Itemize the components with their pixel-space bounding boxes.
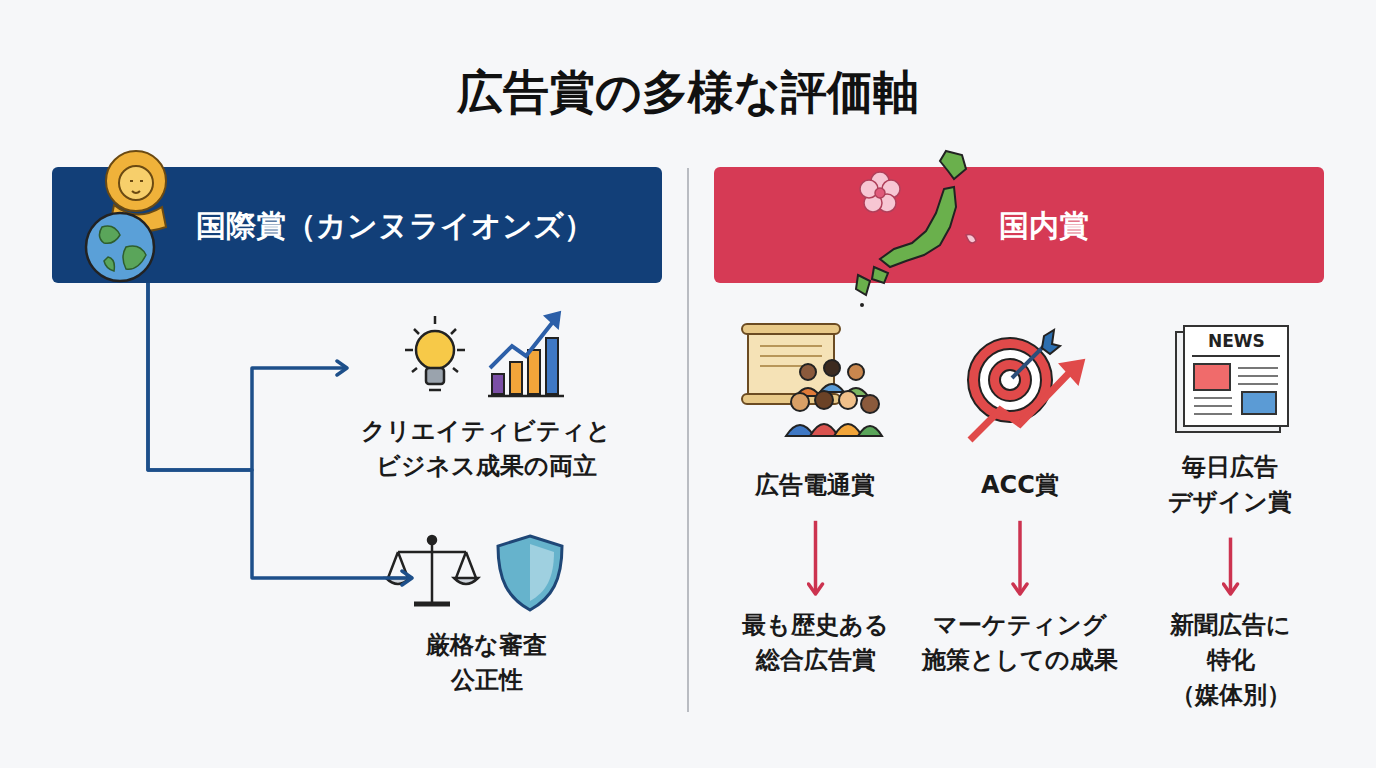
icon-part <box>398 551 466 554</box>
icon-part <box>786 425 814 436</box>
band-heading: 国内賞 <box>999 206 1089 245</box>
icon-part <box>388 552 476 578</box>
icon-part <box>1194 368 1278 414</box>
divider-line <box>687 168 689 712</box>
icon-part <box>815 391 833 409</box>
node-text: 厳格な審査 公正性 <box>426 628 547 698</box>
icon-part <box>488 395 564 398</box>
icon-part <box>824 360 840 376</box>
category-band: 国内賞 <box>714 167 1324 283</box>
node-text: クリエイティビティと ビジネス成果の両立 <box>361 414 611 484</box>
icon-part <box>810 424 838 436</box>
people-icon <box>786 360 882 436</box>
chart-icon <box>488 312 564 396</box>
icon-part <box>86 213 154 281</box>
icon-part <box>546 338 558 394</box>
title: 広告賞の多様な評価軸 <box>0 62 1376 124</box>
scales-icon <box>386 536 478 604</box>
icon-part <box>856 267 888 295</box>
icon-part <box>1012 344 1046 378</box>
icon-part <box>1194 364 1230 390</box>
icon-part <box>492 374 504 394</box>
icon-part <box>1242 392 1276 414</box>
icon-part <box>742 324 840 334</box>
icon-part <box>940 151 966 179</box>
icon-part <box>1060 360 1084 384</box>
target-icon <box>968 330 1084 440</box>
connector <box>1018 521 1022 594</box>
connector <box>814 521 818 594</box>
shield-icon <box>498 536 562 610</box>
icon-part <box>1042 330 1060 354</box>
description-node: マーケティング 施策としての成果 <box>916 604 1124 682</box>
icon-part <box>834 424 862 436</box>
icon-part <box>839 391 857 409</box>
bulb-icon <box>405 316 465 390</box>
icon-part <box>861 395 879 413</box>
icon-part <box>119 166 153 200</box>
connector <box>1229 538 1233 594</box>
connector <box>148 283 347 470</box>
icon-part <box>545 312 560 328</box>
lion-globe-icon <box>74 147 194 317</box>
node-text: ACC賞 <box>981 468 1059 503</box>
icon-part <box>1192 355 1280 357</box>
icon-part <box>791 393 809 411</box>
award-node: ACC賞 <box>975 320 1065 507</box>
icon-part <box>528 350 540 394</box>
icon-part <box>968 338 1052 422</box>
icon-part <box>414 602 450 607</box>
icon-part <box>860 303 864 307</box>
icon-part <box>429 389 441 392</box>
icon-part <box>510 362 522 394</box>
award-node: 毎日広告 デザイン賞 <box>1162 320 1298 524</box>
description-node: 新聞広告に 特化（媒体別） <box>1164 604 1297 716</box>
japan-map-icon <box>854 149 1014 309</box>
icon-part <box>431 540 434 602</box>
icon-part <box>416 331 454 369</box>
icon-part <box>860 172 900 212</box>
icon-part <box>970 370 1072 440</box>
node-text: マーケティング 施策としての成果 <box>922 608 1118 678</box>
icon-part <box>748 330 834 398</box>
category-band: 国際賞（カンヌライオンズ） <box>52 167 662 283</box>
icon-part <box>130 181 143 193</box>
icon-part <box>490 318 556 368</box>
icon-part <box>858 426 882 436</box>
node-text: 最も歴史ある 総合広告賞 <box>742 608 889 678</box>
node-text: 新聞広告に 特化（媒体別） <box>1170 608 1291 712</box>
icon-part <box>428 536 436 544</box>
icon-part <box>800 364 816 380</box>
icon-label: NEWS <box>1208 333 1265 350</box>
feature-node: クリエイティビティと ビジネス成果の両立 <box>355 318 617 488</box>
node-text: 毎日広告 デザイン賞 <box>1168 450 1292 520</box>
icon-part <box>426 368 444 384</box>
feature-node: 厳格な審査 公正性 <box>420 528 553 702</box>
icon-part <box>405 316 465 372</box>
node-text: 広告電通賞 <box>755 468 875 503</box>
icon-part <box>760 346 822 366</box>
description-node: 最も歴史ある 総合広告賞 <box>736 604 895 682</box>
icon-part <box>875 188 885 198</box>
shield-icon <box>530 544 554 601</box>
band-heading: 国際賞（カンヌライオンズ） <box>196 206 594 245</box>
icon-part <box>1184 326 1288 426</box>
icon-part <box>99 226 146 271</box>
award-node: 広告電通賞 <box>749 320 881 507</box>
newspaper-icon <box>1176 326 1288 432</box>
icon-part <box>966 235 976 243</box>
icon-part <box>848 364 864 380</box>
icon-part <box>106 151 166 211</box>
